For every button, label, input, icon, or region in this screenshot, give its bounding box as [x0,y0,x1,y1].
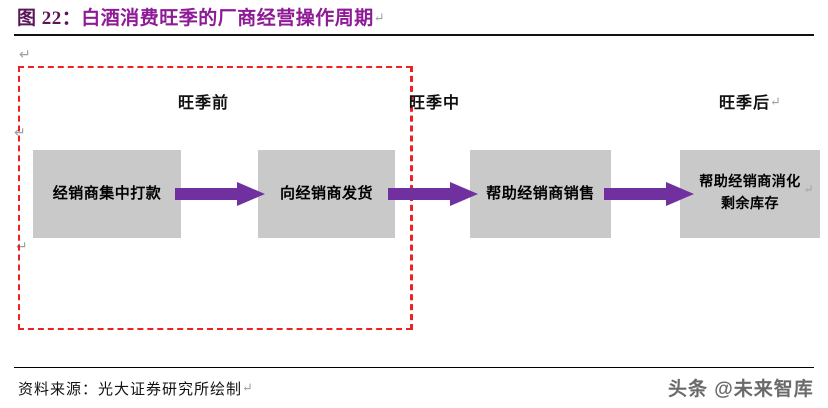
flow-step-box: 经销商集中打款 [33,150,181,238]
phase-label-text: 旺季中 [409,95,461,112]
paragraph-return-icon: ↵ [19,47,31,63]
source-note: 资料来源：光大证券研究所绘制↵ [18,378,254,399]
source-text: 资料来源：光大证券研究所绘制 [18,382,243,398]
paragraph-return-icon: ↵ [16,239,28,255]
flow-step-label: 帮助经销商销售 [486,186,595,202]
flow-arrow-icon [388,182,478,206]
paragraph-return-icon: ↵ [242,380,254,395]
phase-label-text: 旺季后 [719,95,771,112]
phase-label-during-peak: 旺季中 [409,89,460,113]
flow-step-label: 帮助经销商消化 [699,175,801,190]
flow-step-box: 帮助经销商消化 剩余库存 ↵ [680,150,820,238]
paragraph-return-icon: ↵ [803,182,814,196]
paragraph-return-icon: ↵ [373,10,386,25]
flow-step-box: 向经销商发货 [258,150,395,238]
page-title: 图 22：白酒消费旺季的厂商经营操作周期↵ [17,6,385,31]
flow-step-label: 向经销商发货 [279,186,373,202]
phase-label-after-peak: 旺季后↵ [719,89,782,113]
watermark: 头条 @未来智库 [668,379,814,400]
title-divider [14,34,814,36]
figure-title-text: 白酒消费旺季的厂商经营操作周期 [81,8,374,29]
flow-step-label: 经销商集中打款 [52,186,162,202]
flow-arrow-icon [175,182,265,206]
source-divider [14,367,814,368]
phase-label-text: 旺季前 [178,95,230,112]
paragraph-return-icon: ↵ [770,94,782,109]
flow-step-label-line2: 剩余库存 [721,197,779,212]
flow-arrow-icon [604,182,694,206]
phase-label-before-peak: 旺季前 [178,89,229,113]
figure-number: 图 22： [17,8,82,29]
flow-step-box: 帮助经销商销售 [470,150,611,238]
